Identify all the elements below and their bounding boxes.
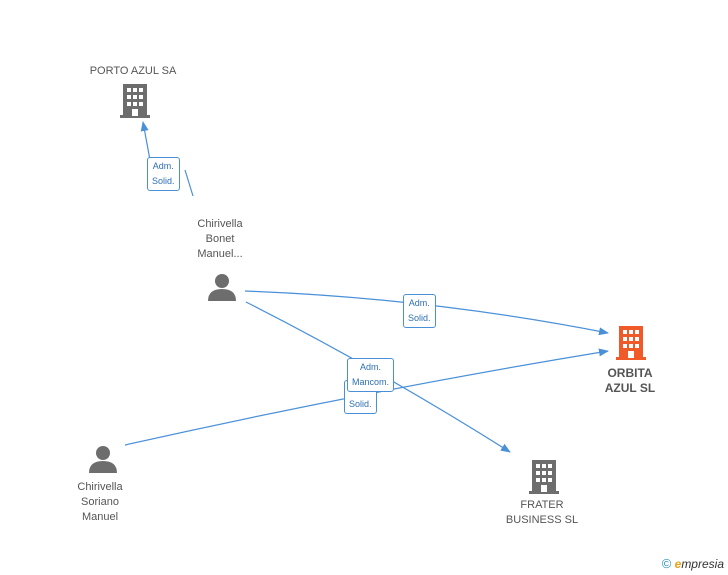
edge-label-adm-mancom: Adm. Mancom.	[347, 358, 395, 392]
building-icon[interactable]	[120, 84, 150, 118]
brand-name: mpresia	[681, 557, 724, 571]
person-label-chirivella-soriano[interactable]: Chirivella Soriano Manuel	[77, 481, 123, 523]
edge-label-adm-solid: Adm. Solid.	[147, 157, 180, 191]
edge-label-adm-solid: Adm. Solid.	[403, 294, 436, 328]
company-label-orbita-azul[interactable]: ORBITA AZUL SL	[604, 366, 656, 395]
empresia-logo[interactable]: © empresia	[662, 556, 724, 571]
edge-bonet-to-porto-azul	[143, 122, 194, 197]
building-icon[interactable]	[529, 460, 559, 494]
company-label-porto-azul[interactable]: PORTO AZUL SA	[89, 65, 177, 77]
person-label-chirivella-bonet[interactable]: Chirivella Bonet Manuel...	[197, 218, 243, 260]
person-icon[interactable]	[88, 445, 118, 473]
building-icon[interactable]	[616, 326, 646, 360]
copyright-symbol: ©	[661, 556, 672, 571]
person-icon[interactable]	[207, 273, 237, 301]
brand-initial: e	[674, 557, 682, 571]
company-label-frater[interactable]: FRATER BUSINESS SL	[505, 499, 579, 526]
